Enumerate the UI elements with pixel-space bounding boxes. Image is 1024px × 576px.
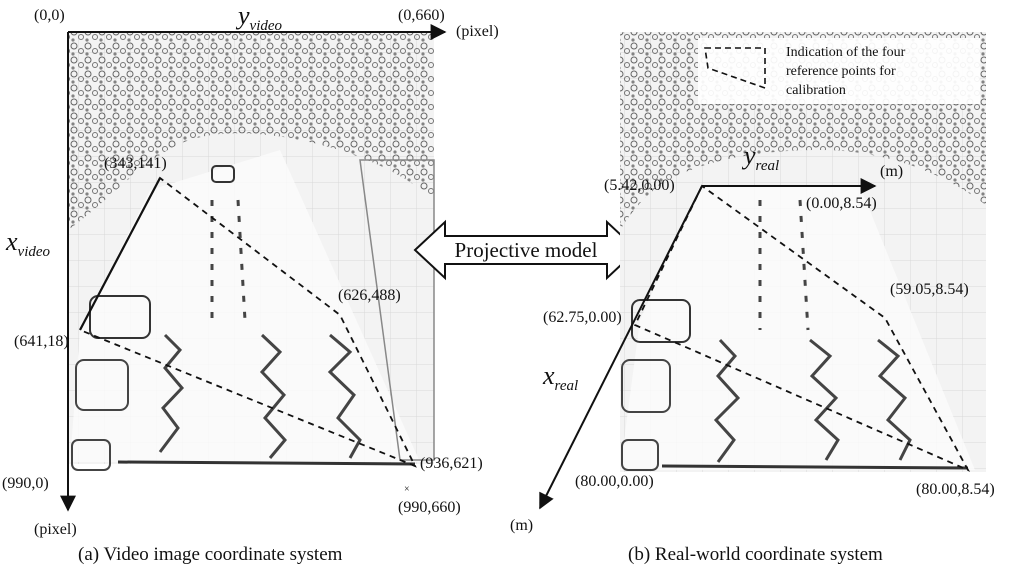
- car-a2: [75, 359, 129, 411]
- car-b2: [621, 359, 671, 413]
- panel-b-real-world: Indication of the four reference points …: [510, 32, 995, 565]
- caption-b: (b) Real-world coordinate system: [628, 544, 883, 565]
- y-video-axis-label: yvideo: [235, 1, 283, 34]
- legend-line-1: Indication of the four: [786, 45, 906, 60]
- point-label-a4: (936,621): [420, 455, 483, 472]
- legend-box: [698, 38, 980, 104]
- corner-marker-a: ×: [404, 484, 410, 495]
- road-b: [620, 186, 975, 470]
- y-real-axis-label: yreal: [741, 141, 779, 174]
- car-b1: [631, 299, 691, 343]
- point-label-b5: (80.00,0.00): [575, 473, 654, 490]
- projective-model-arrow: Projective model: [413, 219, 639, 281]
- legend-line-2: reference points for: [786, 64, 896, 79]
- point-label-b4: (62.75,0.00): [543, 309, 622, 326]
- point-label-a2: (641,18): [14, 333, 69, 350]
- car-a1: [89, 295, 151, 339]
- legend-line-3: calibration: [786, 83, 846, 98]
- y-real-unit: (m): [880, 163, 903, 180]
- road-a: [70, 150, 420, 462]
- bottom-unit-label: (pixel): [34, 521, 77, 538]
- panel-a-video-image: yvideo xvideo (0,0) (0,660) (pixel) (990…: [2, 1, 499, 565]
- x-real-axis-label: xreal: [542, 361, 578, 394]
- caption-a: (a) Video image coordinate system: [78, 544, 343, 565]
- x-real-axis: [539, 185, 703, 510]
- top-right-label: (0,660): [398, 7, 445, 24]
- point-label-b6: (80.00,8.54): [916, 481, 995, 498]
- point-label-b1: (5.42,0.00): [604, 177, 675, 194]
- x-real-unit: (m): [510, 517, 533, 534]
- calibration-edge-a: [79, 177, 161, 331]
- top-unit-label: (pixel): [456, 23, 499, 40]
- car-a3: [71, 439, 111, 471]
- point-label-a1: (343,141): [104, 155, 167, 172]
- corner-label-a: (990,660): [398, 499, 461, 516]
- x-video-axis-label: xvideo: [5, 227, 51, 260]
- point-label-b3: (59.05,8.54): [890, 281, 969, 298]
- point-label-a3: (626,488): [338, 287, 401, 304]
- tree-canopy-a: [68, 32, 434, 230]
- car-b3: [621, 439, 659, 471]
- calibration-quad-b: [633, 184, 971, 472]
- bottom-left-label: (990,0): [2, 475, 49, 492]
- origin-label: (0,0): [34, 7, 65, 24]
- projective-model-label: Projective model: [455, 238, 598, 262]
- legend-dashed-icon: [704, 47, 766, 90]
- point-label-b2: (0.00,8.54): [806, 195, 877, 212]
